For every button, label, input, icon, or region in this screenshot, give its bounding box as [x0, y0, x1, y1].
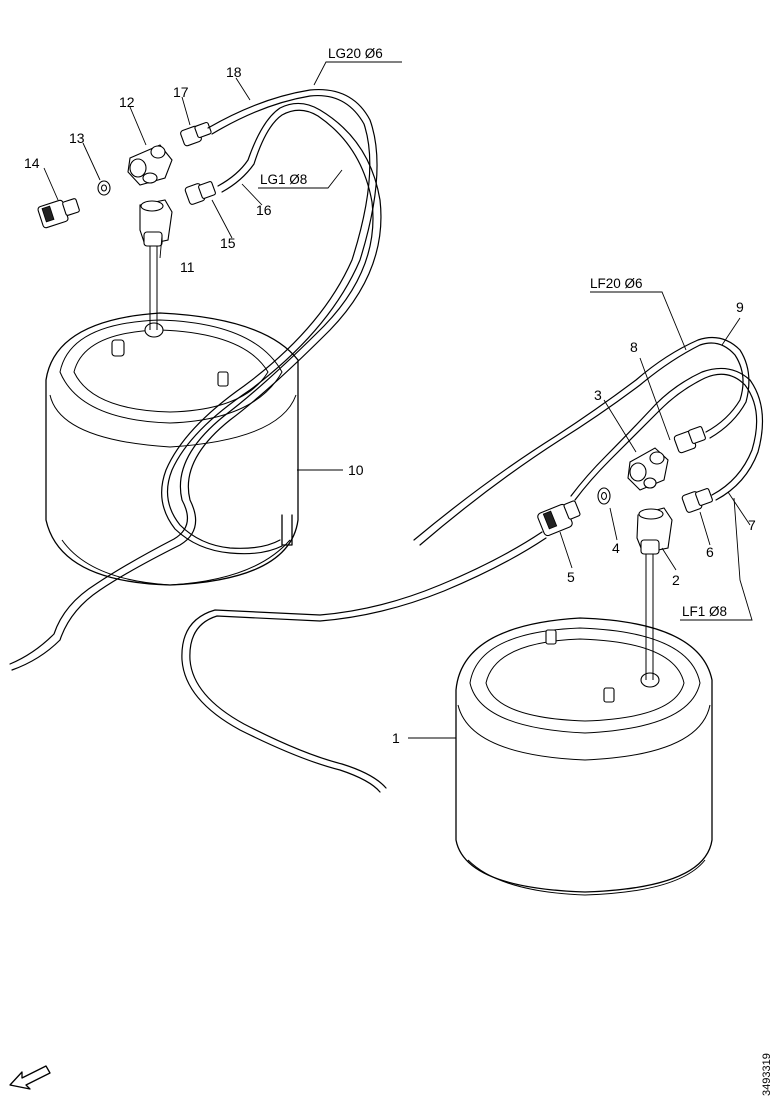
leaders	[43, 61, 753, 739]
union-8	[673, 426, 706, 454]
direction-arrow-icon	[9, 1065, 51, 1090]
washer-13	[97, 180, 111, 196]
part-label-4: 4	[612, 540, 620, 556]
elbow-fitting-2	[636, 507, 673, 555]
part-label-9: 9	[736, 299, 744, 315]
fittings-right	[537, 426, 713, 680]
part-label-5: 5	[567, 569, 575, 585]
part-label-2: 2	[672, 572, 680, 588]
quick-connector-5	[537, 500, 581, 537]
part-label-17: 17	[173, 84, 189, 100]
elbow-fitting-11	[139, 199, 173, 247]
line-code-lf1: LF1 Ø8	[682, 604, 727, 619]
part-label-13: 13	[69, 130, 85, 146]
tee-fitting-12	[127, 144, 173, 186]
part-label-10: 10	[348, 462, 364, 478]
line-code-lg1: LG1 Ø8	[260, 172, 307, 187]
part-label-7: 7	[748, 517, 756, 533]
pipes	[9, 88, 764, 793]
adaptor-6	[681, 488, 713, 513]
quick-connector-14	[37, 198, 80, 229]
part-labels: 14 13 12 17 18 11 15 16 10 1 3 8 9 4 5 2…	[24, 64, 756, 746]
part-label-8: 8	[630, 339, 638, 355]
line-code-lf20: LF20 Ø6	[590, 276, 643, 291]
line-codes: LG20 Ø6 LG1 Ø8 LF20 Ø6 LF1 Ø8	[260, 46, 727, 619]
part-label-12: 12	[119, 94, 135, 110]
washer-4	[597, 487, 611, 505]
document-id: 3493319	[761, 1053, 773, 1096]
part-label-3: 3	[594, 387, 602, 403]
part-label-14: 14	[24, 155, 40, 171]
adaptor-15	[184, 181, 216, 205]
air-bellow-right	[455, 617, 713, 896]
part-label-16: 16	[256, 202, 272, 218]
tee-fitting-3	[627, 447, 669, 491]
part-label-6: 6	[706, 544, 714, 560]
part-label-18: 18	[226, 64, 242, 80]
union-17	[180, 121, 212, 147]
part-label-1: 1	[392, 730, 400, 746]
fittings-left	[37, 121, 216, 330]
line-code-lg20: LG20 Ø6	[328, 46, 383, 61]
part-label-15: 15	[220, 235, 236, 251]
air-bellow-left	[45, 312, 299, 586]
part-label-11: 11	[180, 259, 195, 275]
